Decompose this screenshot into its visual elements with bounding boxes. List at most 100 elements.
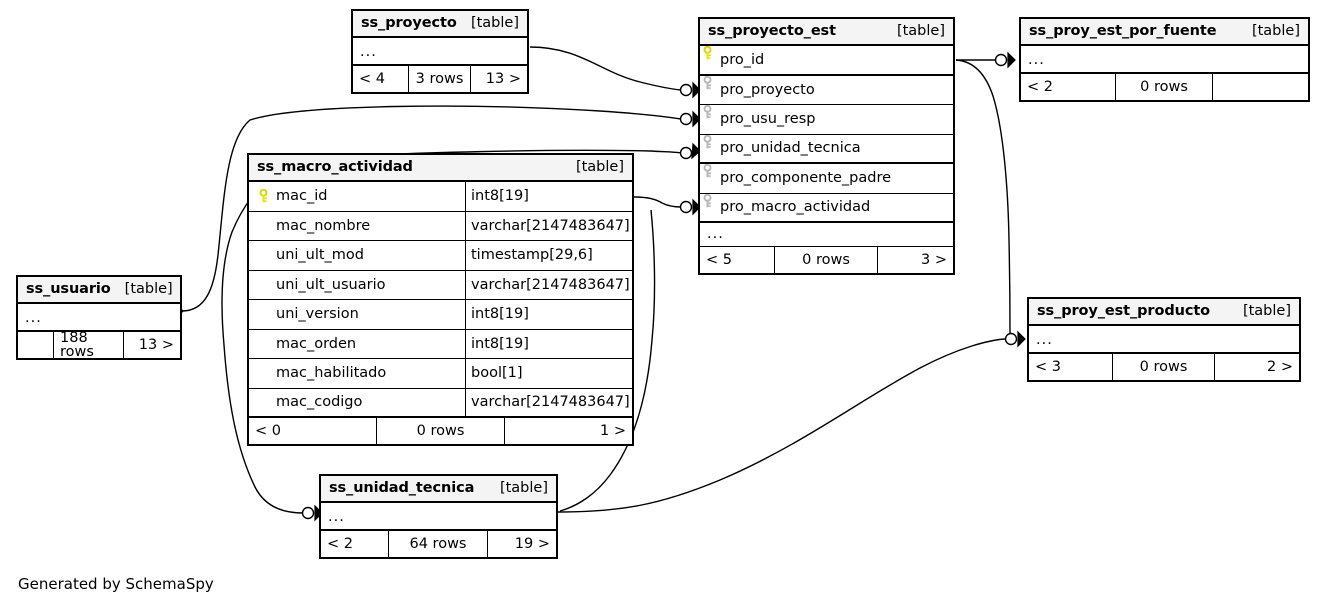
table-node-ss-macro-actividad[interactable]: ss_macro_actividad [table] mac_id — [247, 153, 634, 446]
column-type: timestamp[29,6] — [465, 241, 632, 270]
footer-row-count: 0 rows — [775, 247, 878, 273]
footer-children-count: 19 > — [514, 535, 550, 552]
footer-parents-count: < 0 — [249, 418, 377, 444]
column-type: int8[19] — [465, 182, 632, 211]
table-type-tag: [table] — [499, 480, 548, 497]
footer-parents-count: < 3 — [1029, 354, 1113, 380]
footer-parents-count — [18, 332, 54, 358]
table-header-ss-unidad-tecnica: ss_unidad_tecnica [table] — [321, 476, 556, 503]
column-type: varchar[2147483647] — [465, 270, 632, 299]
table-footer-ss-proy-est-por-fuente: < 2 0 rows — [1021, 74, 1308, 100]
table-header-ss-usuario: ss_usuario [table] — [18, 277, 180, 304]
table-row[interactable]: pro_componente_padre — [700, 163, 953, 194]
primary-key-icon — [256, 188, 271, 204]
table-node-ss-proyecto[interactable]: ss_proyecto [table] ... < 4 3 rows 13 > — [351, 9, 529, 94]
footer-children-count: 13 > — [138, 336, 174, 353]
table-footer-ss-proyecto-est: < 5 0 rows 3 > — [700, 247, 953, 273]
footer-children-count: 1 > — [600, 422, 626, 439]
column-name: mac_nombre — [276, 217, 371, 234]
column-name-cell: mac_id — [249, 182, 465, 211]
table-title: ss_unidad_tecnica — [329, 480, 475, 497]
table-row[interactable]: pro_macro_actividad — [700, 193, 953, 223]
table-columns-ellipsis: ... — [1021, 46, 1308, 74]
column-name: uni_ult_mod — [276, 247, 365, 263]
column-name: pro_proyecto — [720, 81, 815, 98]
table-columns-ellipsis: ... — [700, 223, 953, 247]
table-type-tag: [table] — [575, 159, 624, 176]
column-name: pro_id — [720, 51, 765, 68]
footer-parents-count: < 5 — [700, 247, 775, 273]
footer-parents-count: < 4 — [353, 66, 409, 92]
generated-by-caption: Generated by SchemaSpy — [18, 575, 214, 593]
table-row[interactable]: uni_ult_mod timestamp[29,6] — [249, 241, 632, 271]
table-row[interactable]: mac_orden int8[19] — [249, 329, 632, 359]
foreign-key-icon — [700, 104, 715, 120]
column-name: pro_unidad_tecnica — [720, 140, 861, 156]
table-node-ss-proy-est-producto[interactable]: ss_proy_est_producto [table] ... < 3 0 r… — [1027, 297, 1301, 382]
column-name: mac_id — [276, 188, 328, 204]
table-node-ss-usuario[interactable]: ss_usuario [table] ... 188 rows 13 > — [16, 275, 182, 360]
table-node-ss-unidad-tecnica[interactable]: ss_unidad_tecnica [table] ... < 2 64 row… — [319, 474, 558, 559]
table-row[interactable]: mac_id int8[19] — [249, 182, 632, 212]
column-type: varchar[2147483647] — [465, 211, 632, 240]
footer-row-count: 0 rows — [1116, 74, 1213, 100]
table-footer-ss-usuario: 188 rows 13 > — [18, 330, 180, 359]
table-row[interactable]: pro_id — [700, 45, 953, 76]
table-title: ss_macro_actividad — [257, 159, 413, 176]
column-type: int8[19] — [465, 329, 632, 358]
table-footer-ss-proy-est-producto: < 3 0 rows 2 > — [1029, 354, 1299, 380]
table-columns-ellipsis: ... — [321, 503, 556, 531]
table-footer-ss-macro-actividad: < 0 0 rows 1 > — [249, 418, 632, 444]
footer-row-count: 3 rows — [409, 66, 471, 92]
table-row[interactable]: uni_version int8[19] — [249, 300, 632, 330]
foreign-key-icon — [700, 134, 715, 150]
table-type-tag: [table] — [124, 281, 173, 298]
table-title: ss_usuario — [26, 281, 111, 298]
table-node-ss-proy-est-por-fuente[interactable]: ss_proy_est_por_fuente [table] ... < 2 0… — [1019, 17, 1310, 102]
table-row[interactable]: uni_ult_usuario varchar[2147483647] — [249, 270, 632, 300]
edge-proyecto-to-proyecto-est — [529, 46, 682, 91]
table-row[interactable]: pro_unidad_tecnica — [700, 134, 953, 164]
table-header-ss-proy-est-producto: ss_proy_est_producto [table] — [1029, 299, 1299, 326]
table-type-tag: [table] — [1251, 23, 1300, 40]
table-type-tag: [table] — [896, 23, 945, 40]
table-title: ss_proy_est_por_fuente — [1029, 23, 1217, 40]
column-name: uni_ult_usuario — [276, 276, 386, 293]
column-name: mac_codigo — [276, 394, 363, 410]
column-name: pro_usu_resp — [720, 111, 816, 127]
footer-children-count: 3 > — [921, 251, 947, 268]
table-header-ss-proy-est-por-fuente: ss_proy_est_por_fuente [table] — [1021, 19, 1308, 46]
table-row[interactable]: pro_proyecto — [700, 75, 953, 105]
column-type: int8[19] — [465, 300, 632, 329]
table-header-ss-proyecto: ss_proyecto [table] — [353, 11, 527, 38]
table-title: ss_proyecto_est — [708, 23, 836, 40]
footer-children-count — [1213, 74, 1308, 100]
edge-macro-actividad-to-proyecto-est — [633, 196, 682, 208]
table-header-ss-proyecto-est: ss_proyecto_est [table] — [700, 19, 953, 46]
footer-children-count: 2 > — [1267, 358, 1293, 375]
table-row[interactable]: mac_codigo varchar[2147483647] — [249, 388, 632, 418]
table-columns-ellipsis: ... — [18, 304, 180, 332]
footer-parents-count: < 2 — [321, 531, 389, 557]
endpoint-por-fuente — [994, 51, 1016, 69]
column-name: pro_componente_padre — [720, 170, 892, 186]
column-type: varchar[2147483647] — [465, 388, 632, 416]
footer-parents-count: < 2 — [1021, 74, 1116, 100]
footer-row-count: 0 rows — [377, 418, 505, 444]
footer-row-count: 64 rows — [389, 531, 488, 557]
table-title: ss_proyecto — [361, 15, 457, 32]
table-node-ss-proyecto-est[interactable]: ss_proyecto_est [table] pro_id — [698, 17, 955, 275]
column-name: pro_macro_actividad — [720, 199, 871, 215]
table-header-ss-macro-actividad: ss_macro_actividad [table] — [249, 155, 632, 182]
table-columns-ss-proyecto-est: pro_id pro_proyecto — [700, 45, 953, 223]
table-row[interactable]: mac_habilitado bool[1] — [249, 359, 632, 389]
column-name: mac_habilitado — [276, 365, 387, 381]
table-row[interactable]: mac_nombre varchar[2147483647] — [249, 211, 632, 241]
footer-row-count: 188 rows — [54, 330, 124, 359]
table-columns-ellipsis: ... — [353, 38, 527, 66]
column-name: mac_orden — [276, 335, 357, 352]
foreign-key-icon — [700, 163, 715, 179]
table-footer-ss-unidad-tecnica: < 2 64 rows 19 > — [321, 531, 556, 557]
table-row[interactable]: pro_usu_resp — [700, 104, 953, 135]
foreign-key-icon — [700, 75, 715, 91]
